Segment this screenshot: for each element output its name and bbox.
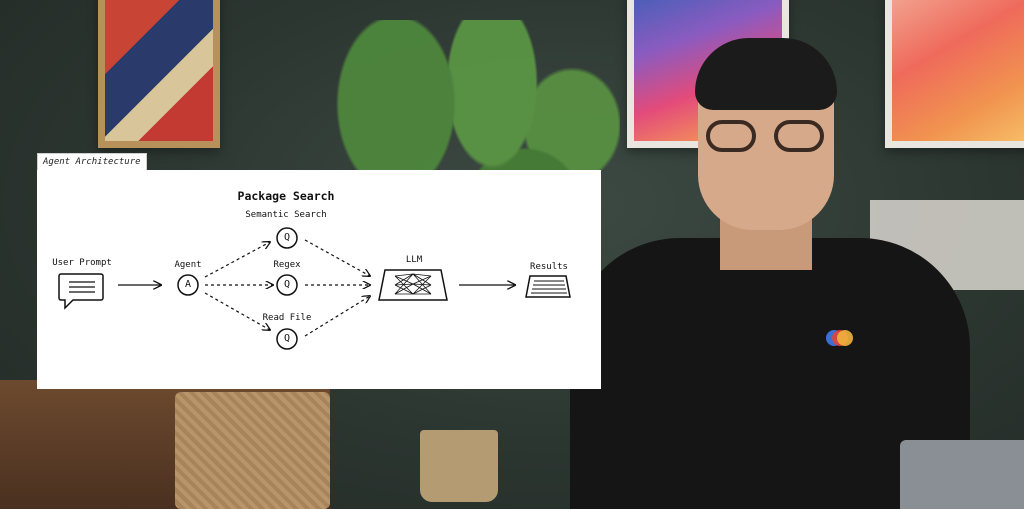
presenter-hair <box>695 38 837 110</box>
architecture-diagram: Package Search User Prompt Agent A Seman… <box>37 170 601 389</box>
regex-label: Regex <box>273 260 301 270</box>
neural-network-icon <box>378 269 448 301</box>
wall-painting-right <box>885 0 1024 148</box>
agent-label: Agent <box>174 260 202 270</box>
agent-glyph: A <box>184 279 192 290</box>
diagram-canvas <box>58 227 571 350</box>
overlay-tag: Agent Architecture <box>37 153 147 170</box>
regex-icon <box>276 274 298 296</box>
laptop <box>900 440 1024 509</box>
shirt-logo-icon <box>826 330 853 348</box>
read-file-icon <box>276 328 298 350</box>
package-search-title: Package Search <box>237 189 335 203</box>
read-file-label: Read File <box>262 313 312 323</box>
arrow-readfile-to-llm <box>304 296 370 337</box>
plant-pot <box>420 430 498 502</box>
arrow-agent-to-semantic <box>204 242 270 278</box>
agent-icon <box>177 274 199 296</box>
llm-label: LLM <box>405 255 423 265</box>
chair <box>175 392 330 509</box>
chat-bubble-icon <box>58 273 104 310</box>
read-file-glyph: Q <box>283 333 291 344</box>
regex-glyph: Q <box>283 279 291 290</box>
results-label: Results <box>530 262 568 272</box>
document-lines-icon <box>525 275 571 298</box>
user-prompt-label: User Prompt <box>52 258 112 268</box>
semantic-search-label: Semantic Search <box>245 210 327 220</box>
presenter <box>570 20 980 509</box>
wall-painting-left <box>98 0 220 148</box>
arrow-semantic-to-llm <box>304 239 370 276</box>
semantic-search-icon <box>276 227 298 249</box>
arrow-agent-to-readfile <box>204 292 270 330</box>
glasses <box>706 120 828 154</box>
semantic-search-glyph: Q <box>283 232 291 243</box>
